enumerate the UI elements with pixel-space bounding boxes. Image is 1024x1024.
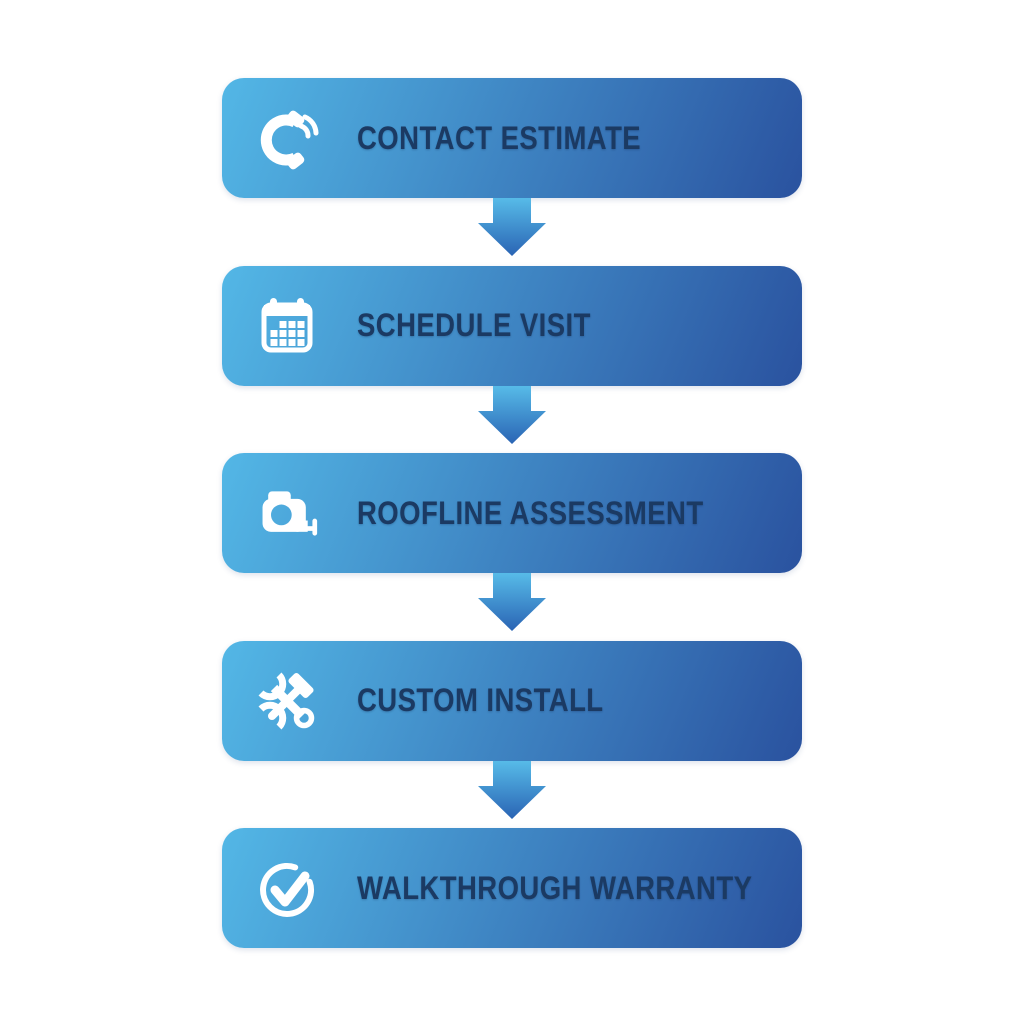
flow-connector bbox=[222, 198, 802, 266]
step-box-custom-install: CUSTOM INSTALL bbox=[222, 640, 802, 761]
tools-icon bbox=[255, 669, 319, 733]
flow-connector bbox=[222, 385, 802, 454]
phone-icon bbox=[255, 106, 319, 170]
step-box-roofline-assessment: ROOFLINE ASSESSMENT bbox=[222, 453, 802, 573]
calendar-icon bbox=[255, 294, 319, 358]
down-arrow-icon bbox=[478, 385, 546, 444]
flow-connector bbox=[222, 760, 802, 829]
step-box-contact-estimate: CONTACT ESTIMATE bbox=[222, 78, 802, 198]
step-box-walkthrough-warranty: WALKTHROUGH WARRANTY bbox=[222, 828, 802, 948]
step-label: SCHEDULE VISIT bbox=[357, 307, 591, 343]
check-circle-icon bbox=[255, 856, 319, 920]
flow-connector bbox=[222, 573, 802, 641]
down-arrow-icon bbox=[478, 198, 546, 256]
down-arrow-icon bbox=[478, 573, 546, 631]
process-flow: CONTACT ESTIMATE bbox=[222, 78, 802, 948]
measuring-tape-icon bbox=[255, 481, 319, 545]
step-label: WALKTHROUGH WARRANTY bbox=[357, 869, 753, 906]
step-box-schedule-visit: SCHEDULE VISIT bbox=[222, 265, 802, 386]
step-label: CONTACT ESTIMATE bbox=[357, 119, 642, 156]
down-arrow-icon bbox=[478, 760, 546, 819]
step-label: CUSTOM INSTALL bbox=[357, 682, 604, 718]
step-label: ROOFLINE ASSESSMENT bbox=[357, 494, 704, 531]
